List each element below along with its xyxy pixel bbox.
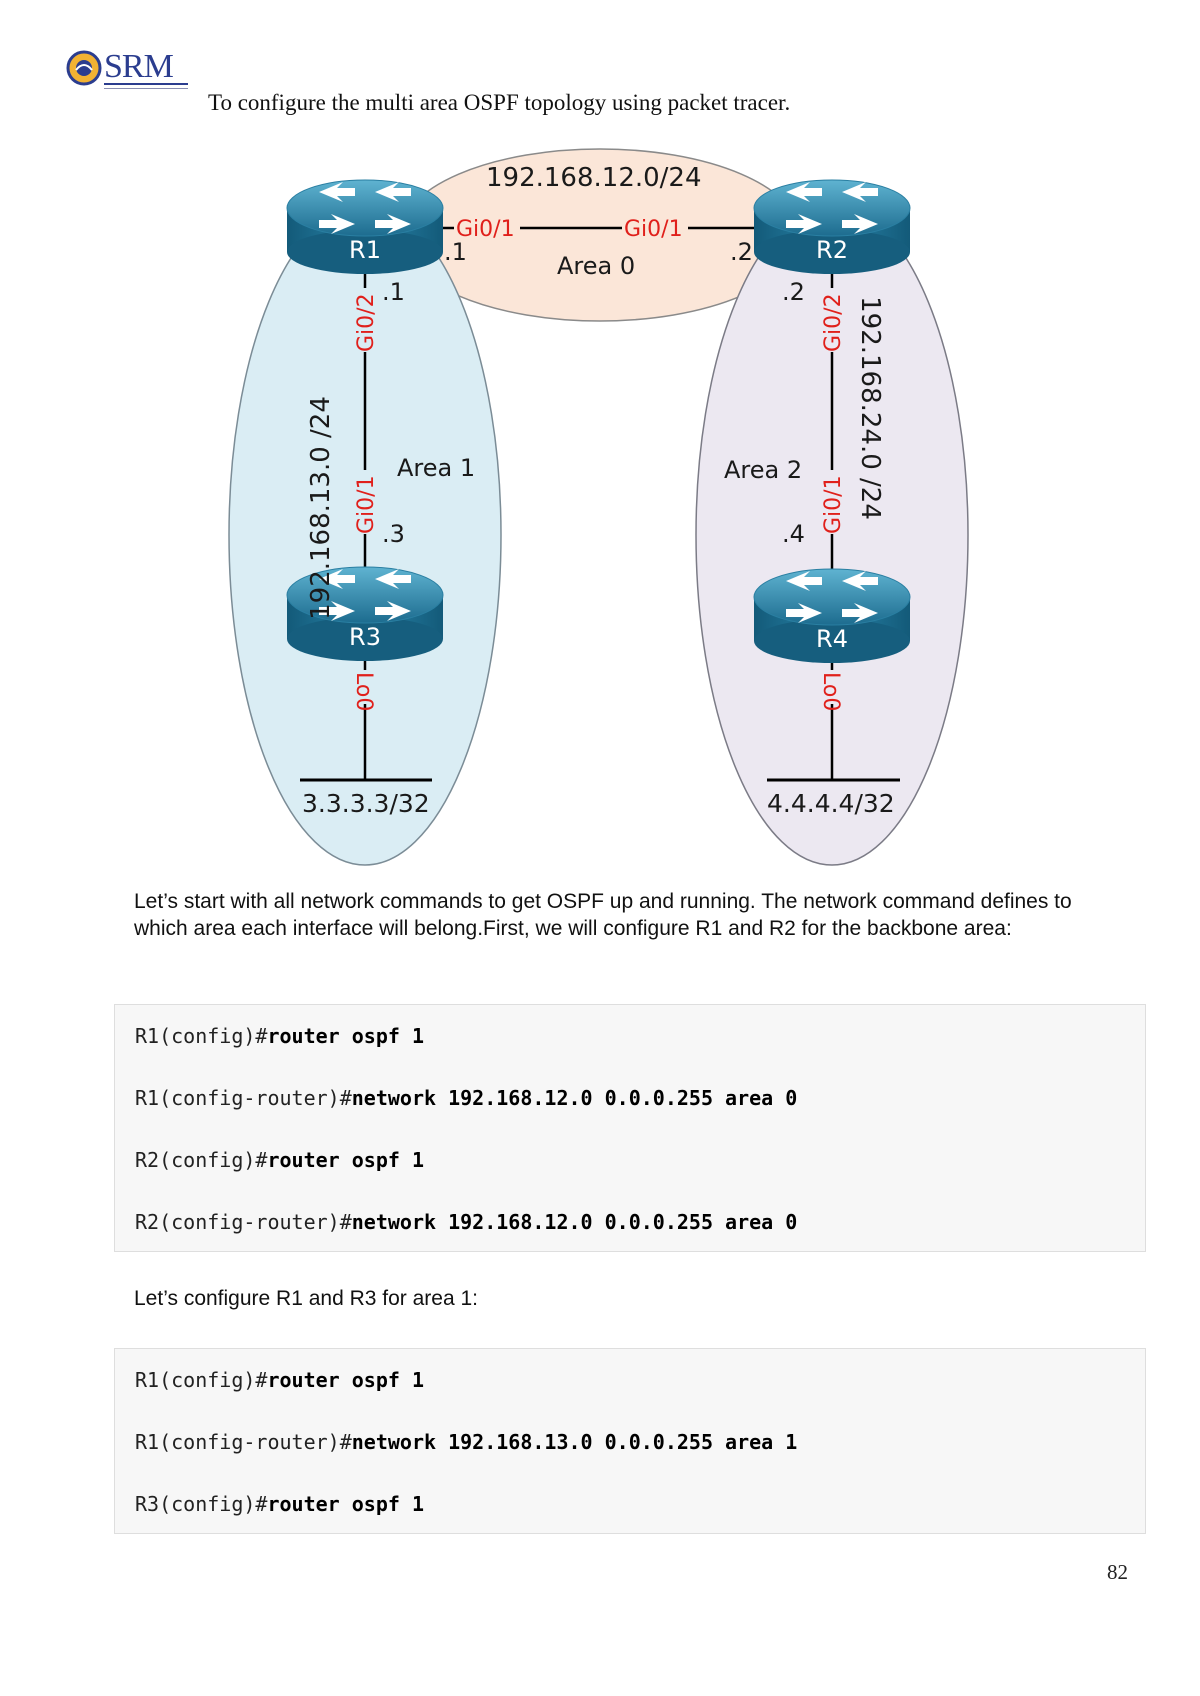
code-line: R1(config-router)#network 192.168.13.0 0…	[135, 1430, 798, 1454]
code-line: R2(config)#router ospf 1	[135, 1148, 424, 1172]
page-number: 82	[1107, 1560, 1128, 1584]
r3-gi01-interface-label: Gi0/1	[354, 475, 379, 534]
r1-gi02-interface-label: Gi0/2	[354, 293, 379, 352]
area-0-label: Area 0	[557, 252, 635, 280]
r3-loopback-network-label: 3.3.3.3/32	[302, 789, 430, 818]
host-id-r1-to-r3: .1	[382, 278, 405, 306]
host-id-r4-to-r2: .4	[782, 520, 805, 548]
network-r1-r3-label: 192.168.13.0 /24	[306, 396, 336, 620]
code-line: R1(config-router)#network 192.168.12.0 0…	[135, 1086, 798, 1110]
area-2-label: Area 2	[724, 456, 802, 484]
code-block-backbone: R1(config)#router ospf 1 R1(config-route…	[114, 1004, 1146, 1252]
r1-gi01-interface-label: Gi0/1	[456, 217, 515, 242]
host-id-r1-to-r2: .1	[444, 238, 467, 266]
network-r2-r4-label: 192.168.24.0 /24	[855, 296, 885, 520]
router-r4[interactable]: R4	[753, 568, 911, 664]
area-1-label: Area 1	[397, 454, 475, 482]
router-r2[interactable]: R2	[753, 179, 911, 275]
paragraph-area-1: Let’s configure R1 and R3 for area 1:	[134, 1287, 478, 1310]
network-r1-r2-label: 192.168.12.0/24	[486, 163, 702, 193]
r4-lo0-interface-label: Lo0	[818, 672, 843, 711]
host-id-r2-to-r4: .2	[782, 278, 805, 306]
router-r1[interactable]: R1	[286, 179, 444, 275]
router-r4-label: R4	[816, 625, 848, 653]
r2-gi02-interface-label: Gi0/2	[821, 293, 846, 352]
r4-gi01-interface-label: Gi0/1	[821, 475, 846, 534]
ospf-topology-diagram: R1 R2 R3 R4 Gi0/1 Gi0/1 Gi0/2 Gi0/1 Lo0 …	[228, 148, 969, 866]
r4-loopback-network-label: 4.4.4.4/32	[767, 789, 895, 818]
code-line: R3(config)#router ospf 1	[135, 1492, 424, 1516]
router-r3-label: R3	[349, 623, 381, 651]
r3-lo0-interface-label: Lo0	[351, 672, 376, 711]
code-block-area-1: R1(config)#router ospf 1 R1(config-route…	[114, 1348, 1146, 1534]
logo-rule	[104, 83, 188, 85]
srm-logo: SRM	[66, 48, 188, 94]
router-r2-label: R2	[816, 236, 848, 264]
paragraph-network-commands: Let’s start with all network commands to…	[134, 890, 1072, 940]
router-r3[interactable]: R3	[286, 566, 444, 662]
router-r1-label: R1	[349, 236, 381, 264]
logo-subtitle-rule	[104, 88, 188, 89]
r2-gi01-interface-label: Gi0/1	[624, 217, 683, 242]
code-line: R1(config)#router ospf 1	[135, 1024, 424, 1048]
intro-text: To configure the multi area OSPF topolog…	[208, 90, 791, 115]
host-id-r3-to-r1: .3	[382, 520, 405, 548]
srm-emblem-icon	[66, 50, 102, 86]
code-line: R1(config)#router ospf 1	[135, 1368, 424, 1392]
logo-text: SRM	[104, 48, 174, 85]
code-line: R2(config-router)#network 192.168.12.0 0…	[135, 1210, 798, 1234]
host-id-r2-to-r1: .2	[730, 238, 753, 266]
